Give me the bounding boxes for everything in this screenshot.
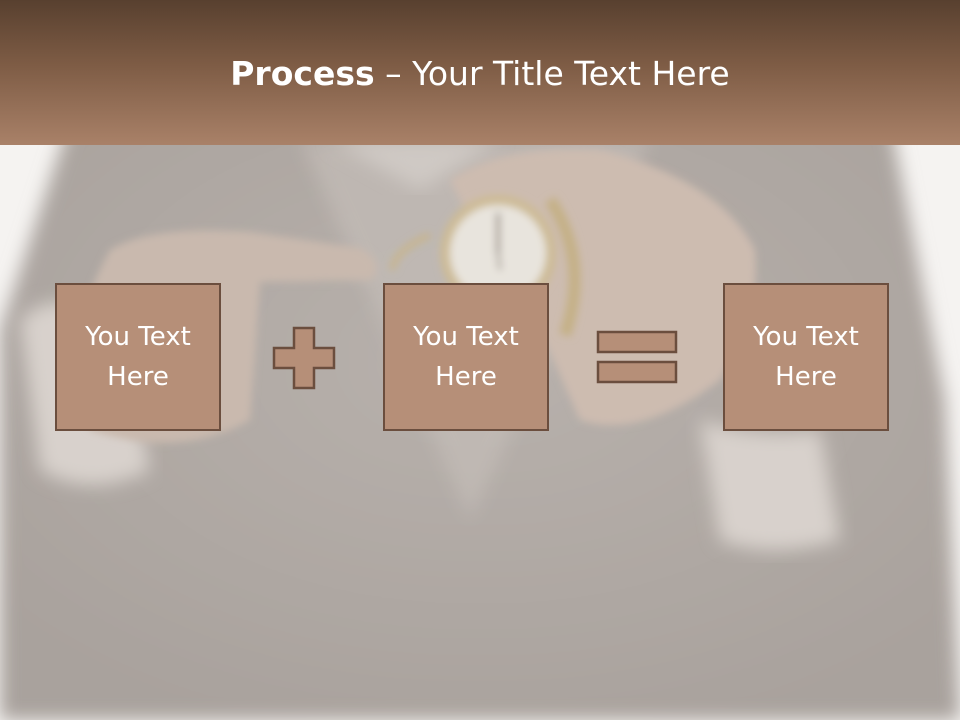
process-box-2[interactable]: You Text Here	[383, 283, 549, 431]
process-box-3-text: You Text Here	[753, 322, 859, 392]
title-rest-part: – Your Title Text Here	[374, 54, 730, 93]
process-box-3[interactable]: You Text Here	[723, 283, 889, 431]
process-box-1[interactable]: You Text Here	[55, 283, 221, 431]
equals-icon	[596, 330, 678, 384]
process-box-1-text: You Text Here	[85, 322, 191, 392]
title-banner: Process – Your Title Text Here	[0, 0, 960, 145]
process-box-2-text: You Text Here	[413, 322, 519, 392]
plus-icon	[272, 326, 336, 390]
title-bold-part: Process	[230, 54, 375, 93]
slide-title[interactable]: Process – Your Title Text Here	[0, 52, 960, 96]
